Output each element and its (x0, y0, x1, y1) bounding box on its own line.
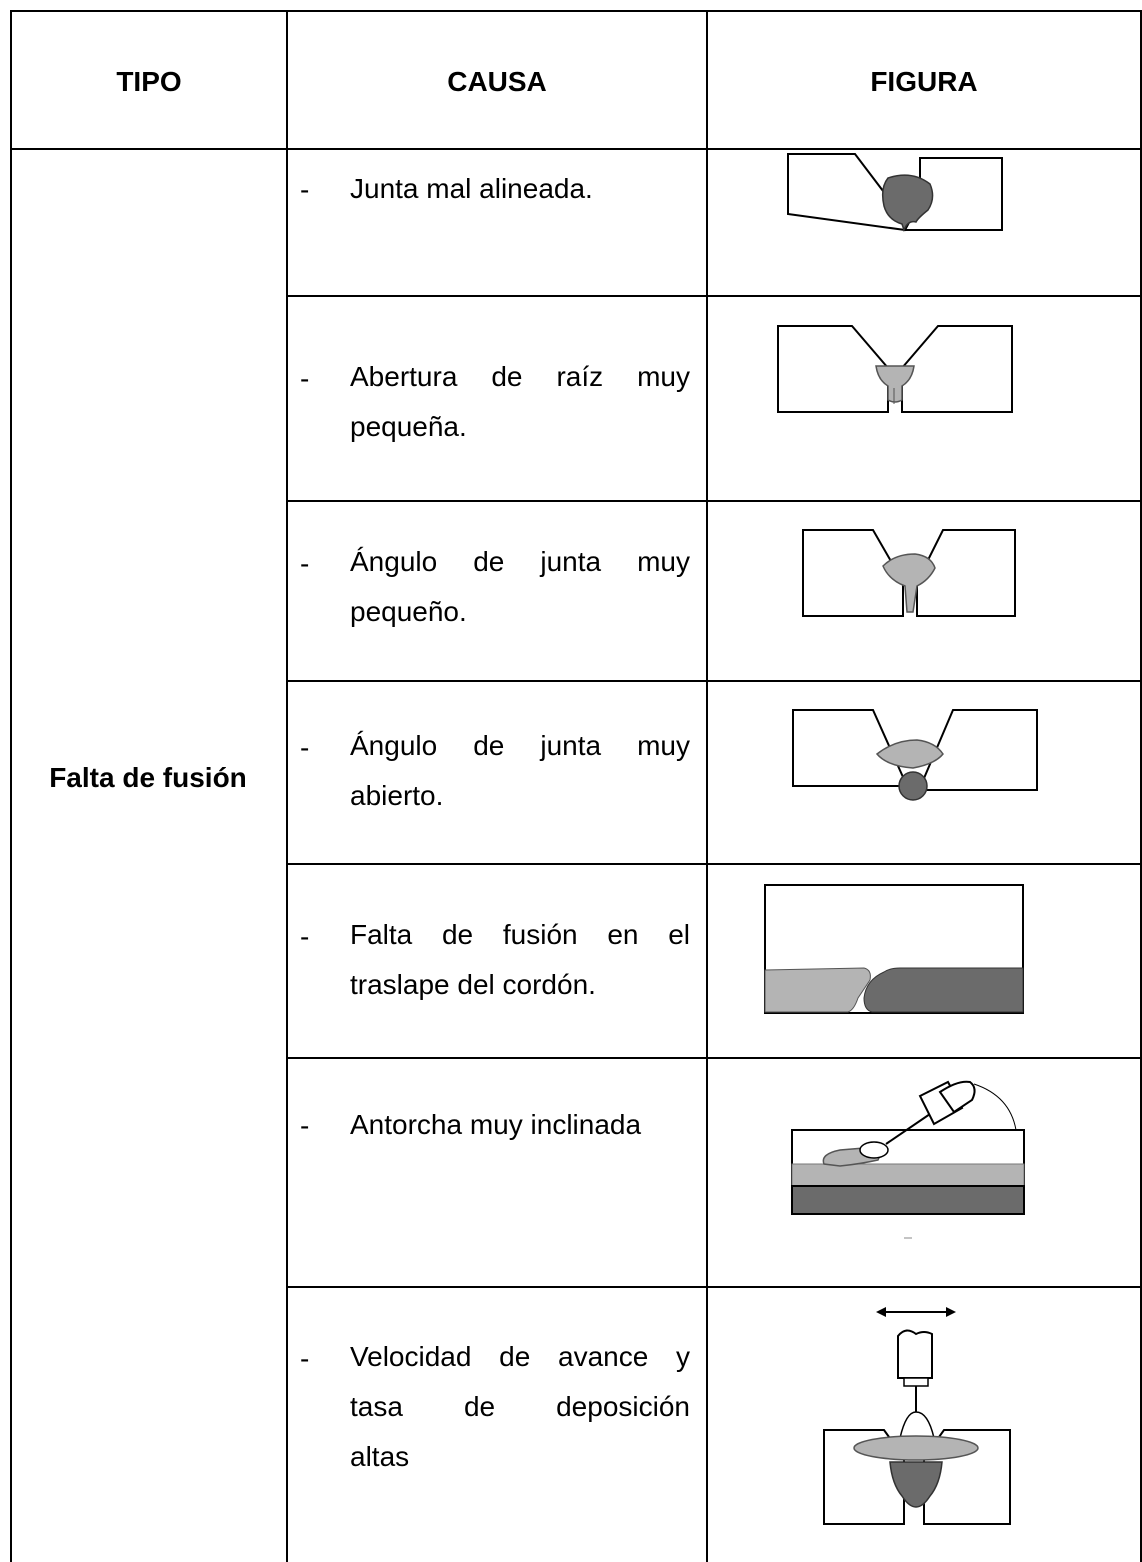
bullet-dash: - (300, 363, 310, 394)
cause-text: Falta de fusión en el traslape del cordó… (350, 910, 690, 1010)
cause-text: Velocidad de avance y tasa de deposición… (350, 1332, 690, 1482)
row-divider (286, 863, 1142, 865)
bullet-dash: - (300, 548, 310, 579)
row-divider (286, 1286, 1142, 1288)
header-figura: FIGURA (870, 66, 978, 97)
misaligned-joint-figure-icon (787, 153, 1003, 233)
table-border-right (1140, 10, 1142, 1562)
bullet-dash: - (300, 921, 310, 952)
cause-text: Abertura de raíz muy pequeña. (350, 352, 690, 452)
bead-overlap-figure-icon (764, 884, 1024, 1014)
table-border-top (10, 10, 1142, 12)
cause-line: abierto. (350, 780, 444, 811)
inclined-torch-figure-icon (791, 1080, 1025, 1239)
table-divider-causa (706, 10, 708, 1562)
cause-line: Ángulo de junta muy (350, 730, 690, 761)
open-joint-angle-figure-icon (792, 709, 1038, 801)
cause-line: Falta de fusión en el (350, 919, 690, 950)
tipo-cell-label: Falta de fusión (49, 762, 247, 793)
small-root-opening-figure-icon (777, 325, 1013, 413)
cause-line: Ángulo de junta muy (350, 546, 690, 577)
cause-line: Abertura de raíz muy (350, 361, 690, 392)
bullet-dash: - (300, 1343, 310, 1374)
header-causa: CAUSA (447, 66, 547, 97)
cause-line: traslape del cordón. (350, 969, 596, 1000)
table-divider-tipo (286, 10, 288, 1562)
cause-text: Ángulo de junta muy abierto. (350, 721, 690, 821)
bullet-dash: - (300, 1110, 310, 1141)
bullet-dash: - (300, 174, 310, 205)
cause-text: Antorcha muy inclinada (350, 1100, 690, 1150)
row-divider (286, 500, 1142, 502)
cause-text: Junta mal alineada. (350, 164, 690, 214)
row-divider (286, 1057, 1142, 1059)
row-divider (286, 680, 1142, 682)
cause-line: pequeño. (350, 596, 467, 627)
header-divider (10, 148, 1142, 150)
cause-line: Antorcha muy inclinada (350, 1109, 642, 1140)
row-divider (286, 295, 1142, 297)
cause-line: Junta mal alineada. (350, 173, 593, 204)
small-joint-angle-figure-icon (802, 529, 1016, 617)
cause-text: Ángulo de junta muy pequeño. (350, 537, 690, 637)
bullet-dash: - (300, 732, 310, 763)
header-tipo: TIPO (116, 66, 182, 97)
cause-line: pequeña. (350, 411, 467, 442)
high-travel-speed-figure-icon (823, 1307, 1011, 1525)
cause-line: tasa de deposición (350, 1391, 690, 1422)
cause-line: altas (350, 1441, 410, 1472)
table-border-left (10, 10, 12, 1562)
cause-line: Velocidad de avance y (350, 1341, 690, 1372)
